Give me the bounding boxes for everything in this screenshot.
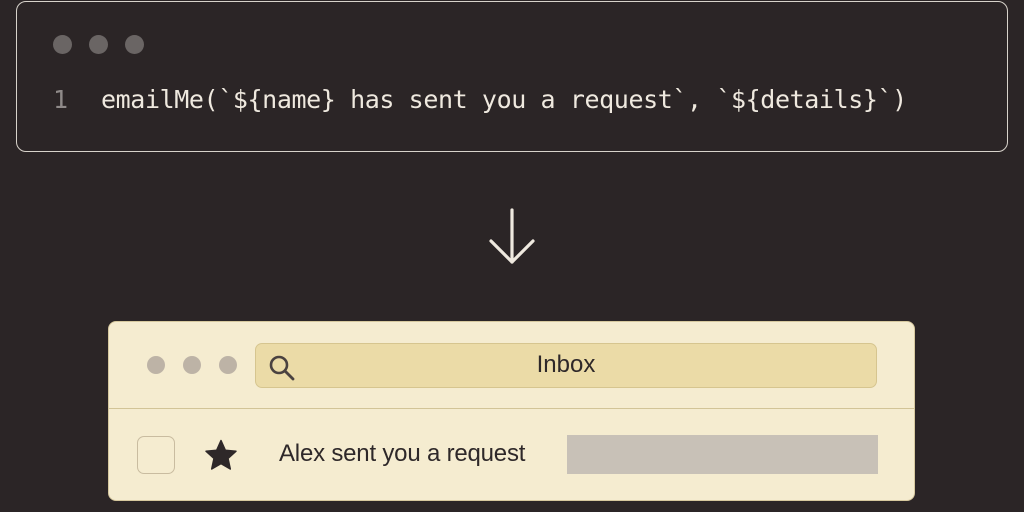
mail-toolbar: Inbox: [109, 322, 914, 409]
search-input[interactable]: Inbox: [255, 343, 877, 388]
email-select-checkbox[interactable]: [137, 436, 175, 474]
window-dot-maximize[interactable]: [219, 356, 237, 374]
search-icon: [269, 355, 295, 381]
arrow-down-icon: [489, 208, 535, 264]
line-number: 1: [53, 85, 69, 114]
email-subject: Alex sent you a request: [279, 440, 526, 467]
code-window: 1 emailMe(`${name} has sent you a reques…: [16, 1, 1008, 152]
email-details-placeholder: [567, 435, 878, 474]
search-label: Inbox: [536, 351, 596, 378]
code-window-controls: [53, 35, 144, 54]
star-icon[interactable]: [204, 439, 238, 472]
window-dot-maximize[interactable]: [125, 35, 144, 54]
window-dot-close[interactable]: [147, 356, 165, 374]
window-dot-minimize[interactable]: [183, 356, 201, 374]
mail-window: Inbox Alex sent you a request: [108, 321, 915, 501]
code-line[interactable]: 1 emailMe(`${name} has sent you a reques…: [53, 85, 907, 114]
email-list-item[interactable]: Alex sent you a request: [109, 410, 914, 500]
window-dot-minimize[interactable]: [89, 35, 108, 54]
window-dot-close[interactable]: [53, 35, 72, 54]
mail-window-controls: [147, 356, 237, 374]
code-text[interactable]: emailMe(`${name} has sent you a request`…: [101, 85, 907, 114]
